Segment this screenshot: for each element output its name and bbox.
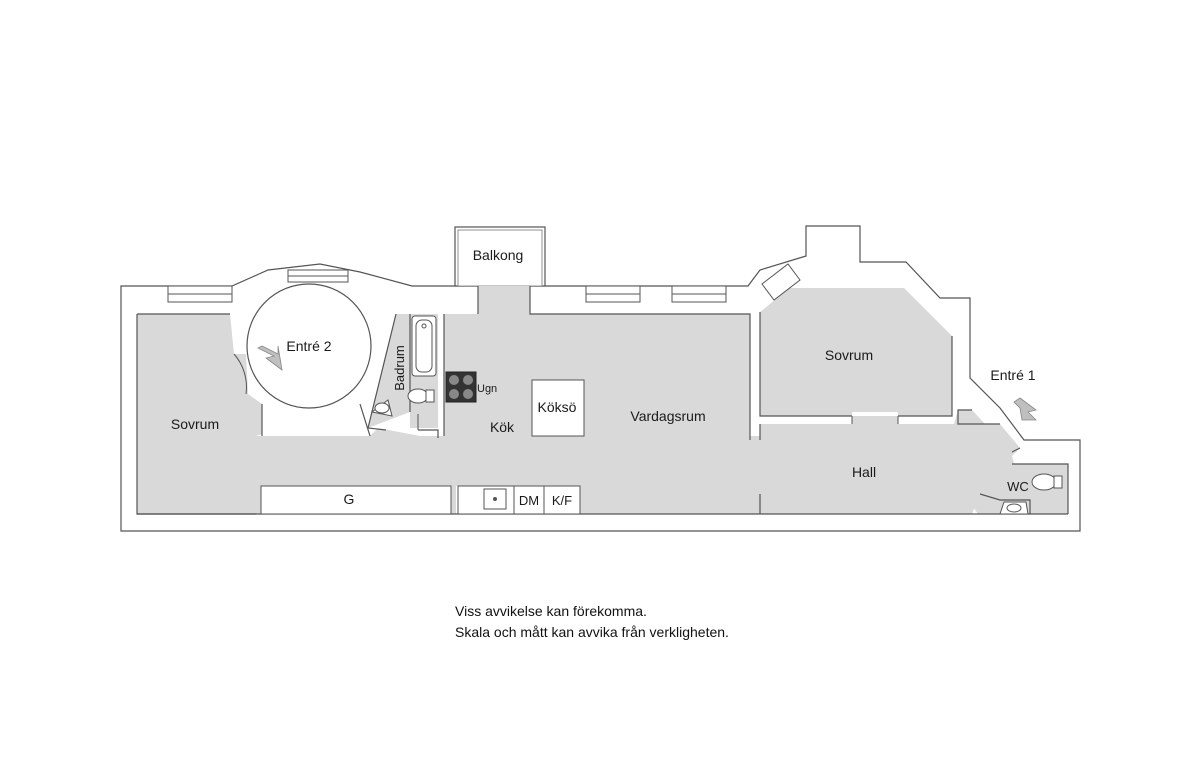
label-sovrum-left: Sovrum — [171, 416, 219, 432]
floor-sovrum-right — [760, 288, 952, 416]
disclaimer-line-2: Skala och mått kan avvika från verklighe… — [455, 624, 729, 640]
floor-hall — [760, 424, 1020, 514]
entry-arrow-1-icon — [1013, 397, 1037, 421]
entry-arrow-2-icon — [257, 345, 283, 371]
disclaimer-line-1: Viss avvikelse kan förekomma. — [455, 603, 647, 619]
floor-entre2 — [246, 283, 372, 409]
label-sovrum-right: Sovrum — [825, 347, 873, 363]
label-entre2: Entré 2 — [286, 338, 331, 354]
label-kok: Kök — [490, 419, 515, 435]
label-kf: K/F — [552, 493, 572, 508]
label-entre1: Entré 1 — [990, 367, 1035, 383]
label-koksoe: Köksö — [538, 399, 577, 415]
wc-toilet-icon — [1031, 473, 1063, 491]
disclaimer: Viss avvikelse kan förekomma. Skala och … — [455, 601, 729, 643]
sink-icon — [370, 399, 393, 417]
windows — [167, 263, 801, 303]
label-g: G — [344, 491, 355, 507]
label-vardagsrum: Vardagsrum — [630, 408, 705, 424]
counter-g — [260, 485, 452, 515]
stove-icon — [445, 371, 477, 403]
label-wc: WC — [1007, 479, 1029, 494]
floor-sovrum-left — [137, 314, 262, 484]
bathtub-icon — [411, 315, 437, 377]
fridge-freezer — [543, 485, 581, 515]
label-dm: DM — [519, 493, 539, 508]
label-badrum: Badrum — [392, 345, 407, 391]
toilet-icon — [407, 388, 435, 404]
dishwasher — [513, 485, 545, 515]
wc-sink-icon — [999, 501, 1029, 515]
label-ugn: Ugn — [477, 383, 497, 395]
kitchen-island — [531, 379, 585, 437]
label-balkong: Balkong — [473, 247, 524, 263]
label-hall: Hall — [852, 464, 876, 480]
doors — [233, 353, 899, 430]
